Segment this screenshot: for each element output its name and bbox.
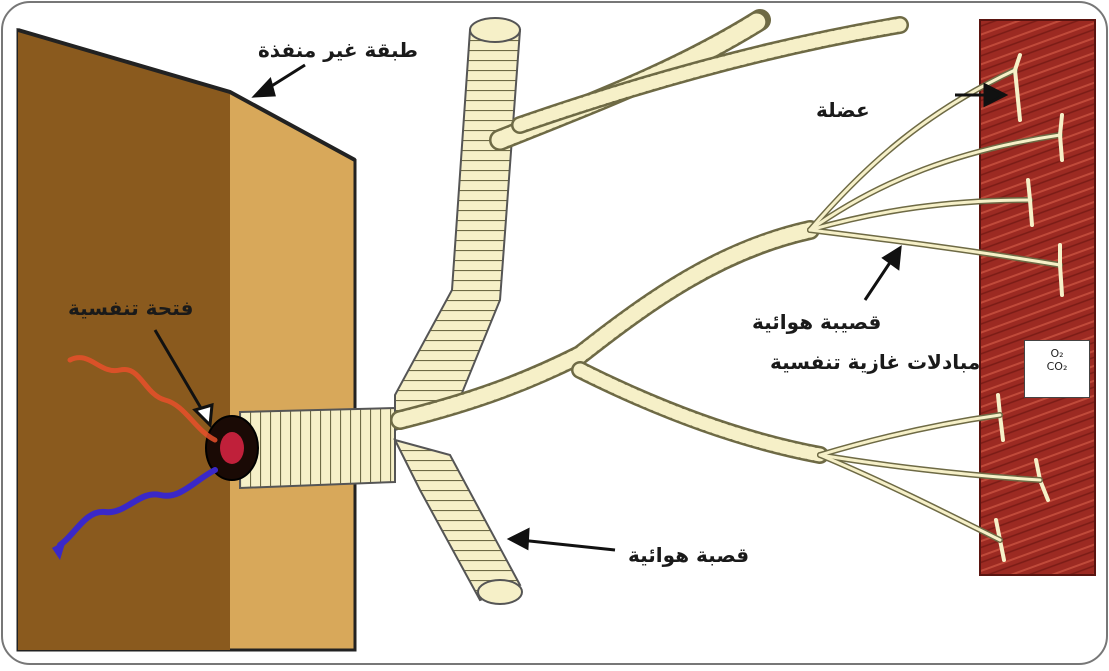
muscle-block (980, 20, 1095, 575)
spiracle-inner (220, 432, 244, 464)
gas-exchange-inset: O₂ CO₂ (1024, 340, 1090, 398)
tracheole-label: قصيبة هوائية (752, 312, 881, 332)
trachea-label: قصبة هوائية (628, 545, 749, 565)
cuticle-outer-layer (18, 30, 230, 650)
trachea-trunk-horizontal (240, 408, 395, 488)
gas-exchange-label: مبادلات غازية تنفسية (770, 352, 980, 372)
trachea-trunk-end (470, 18, 520, 42)
muscle-label: عضلة (816, 100, 870, 120)
inset-co2: CO₂ (1025, 360, 1089, 373)
cuticle-label: طبقة غير منفذة (258, 40, 418, 60)
inset-o2: O₂ (1025, 347, 1089, 360)
trachea-lower-end (478, 580, 522, 604)
spiracle-label: فتحة تنفسية (68, 298, 193, 318)
